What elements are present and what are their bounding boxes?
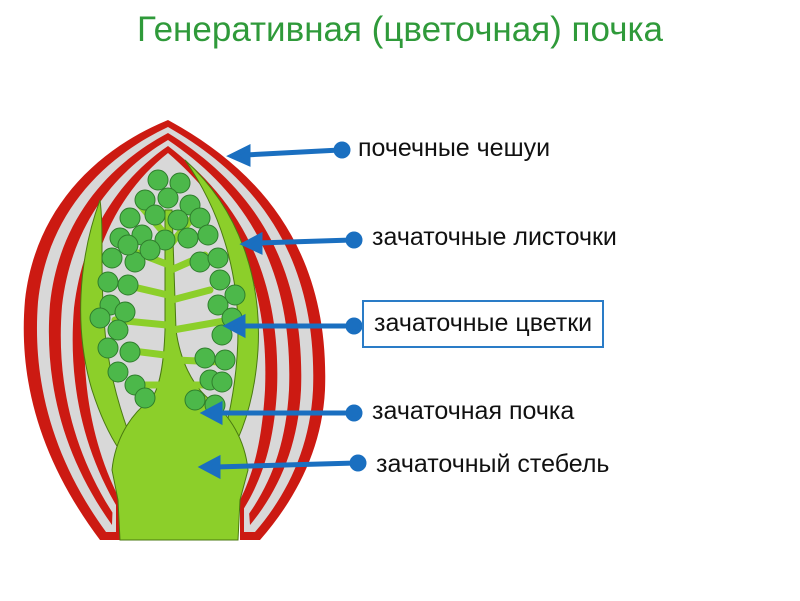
label-leaf-primordia: зачаточные листочки [372, 223, 617, 251]
label-embryonic-bud: зачаточная почка [372, 397, 575, 425]
page-title: Генеративная (цветочная) почка [136, 10, 663, 49]
embryonic-stem [111, 209, 249, 541]
flower-dot [214, 349, 236, 371]
flower-dot [114, 301, 136, 323]
arrow-leaves [257, 237, 353, 246]
flower-dot [189, 251, 211, 273]
flower-dot [184, 389, 206, 411]
arrow-stem [214, 460, 357, 470]
arrows [197, 141, 367, 480]
flower-dot [144, 204, 166, 226]
flower-dot [119, 341, 141, 363]
flower-dot [107, 319, 129, 341]
flower-dot [89, 307, 111, 329]
flower-dot [197, 224, 219, 246]
flower-dot [97, 271, 119, 293]
flower-dot [211, 371, 233, 393]
flower-dot [224, 284, 246, 306]
arrow-scales [244, 147, 341, 158]
flower-dot [101, 247, 123, 269]
flower-dot [169, 172, 191, 194]
label-embryonic-stem: зачаточный стебель [376, 450, 610, 478]
flower-dot [207, 247, 229, 269]
flower-dot [211, 324, 233, 346]
flower-dot [139, 239, 161, 261]
flower-dot [107, 361, 129, 383]
flower-dot [154, 229, 176, 251]
flower-dot [147, 169, 169, 191]
flower-dot [134, 387, 156, 409]
flower-dot [194, 347, 216, 369]
flower-dot [117, 234, 139, 256]
flower-dot [207, 294, 229, 316]
flower-dot [134, 189, 156, 211]
flower-dot [167, 209, 189, 231]
flower-dot [157, 187, 179, 209]
label-bud-scales: почечные чешуи [358, 134, 551, 162]
flower-dot [189, 207, 211, 229]
flower-dot [209, 269, 231, 291]
label-flower-primordia: зачаточные цветки [362, 300, 605, 348]
flower-dot [119, 207, 141, 229]
flower-dot [117, 274, 139, 296]
flower-dot [97, 337, 119, 359]
flower-dot [177, 227, 199, 249]
